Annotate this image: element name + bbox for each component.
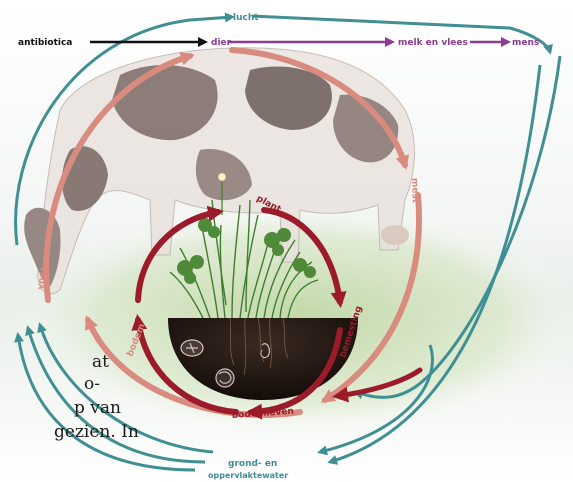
label-mest: mest	[409, 178, 420, 204]
label-water-line1: grond- en	[228, 459, 277, 469]
body-text-line-1: at	[92, 352, 252, 372]
label-melk-en-vlees: melk en vlees	[398, 38, 468, 48]
body-text-line-3: p van	[74, 398, 234, 418]
label-lucht: lucht	[233, 13, 259, 23]
label-antibiotica: antibiotica	[18, 38, 72, 48]
label-dier: dier	[211, 38, 232, 48]
label-mens: mens	[512, 38, 539, 48]
body-text-line-4: gezien. In	[54, 422, 214, 442]
body-text-line-2: o-	[84, 374, 244, 394]
label-water-line2: oppervlaktewater	[208, 471, 288, 480]
